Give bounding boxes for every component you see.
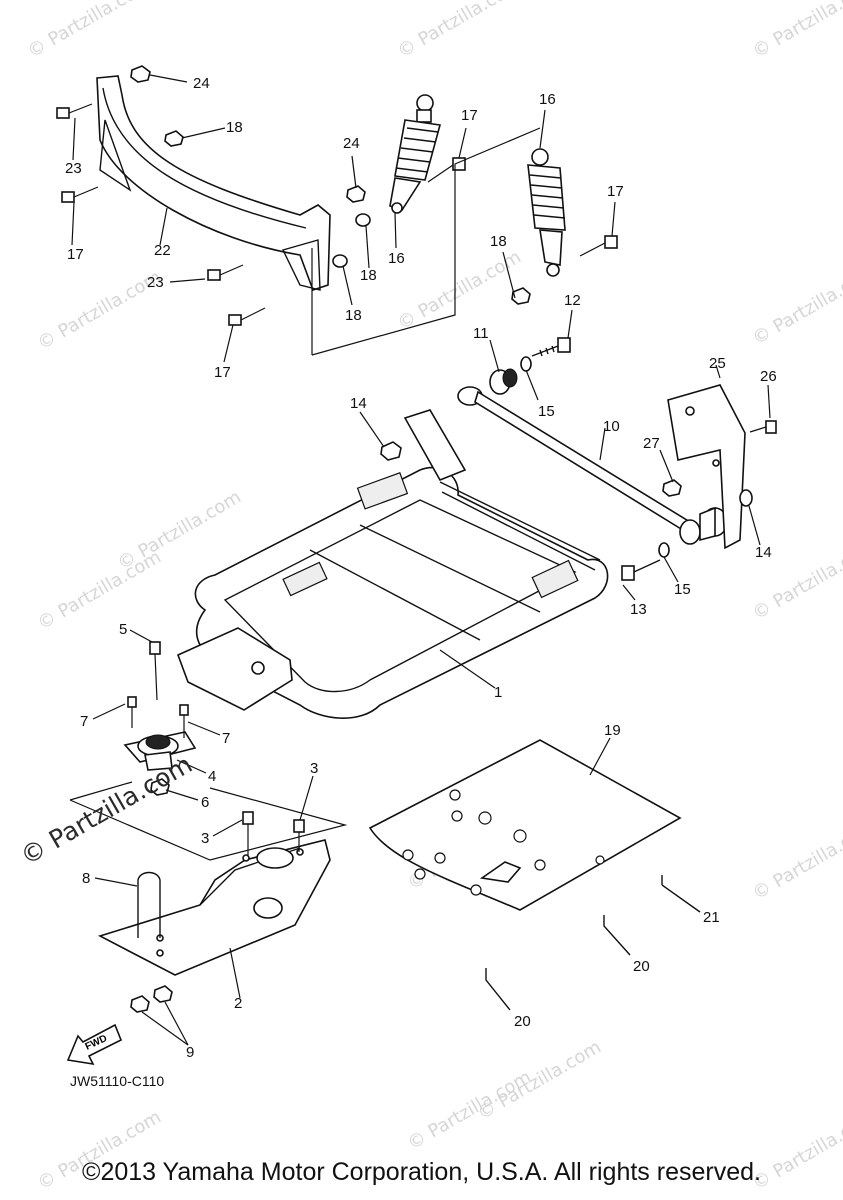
callout-25: 25 [709,355,726,372]
callout-3: 3 [201,830,209,847]
nut [130,65,151,83]
callout-17: 17 [461,107,478,124]
callout-17: 17 [607,183,624,200]
clip [485,968,511,1011]
bushing [489,368,518,395]
nut [150,778,170,796]
callout-18: 18 [490,233,507,250]
callout-26: 26 [760,368,777,385]
shock-absorber [389,94,442,214]
callout-15: 15 [674,581,691,598]
callout-23: 23 [65,160,82,177]
bolt [621,559,661,581]
bolt [179,704,189,738]
callout-19: 19 [604,722,621,739]
nut [739,489,753,507]
callout-13: 13 [630,601,647,618]
shock-absorber [527,148,566,277]
callout-5: 5 [119,621,127,638]
nut [346,185,366,203]
frame [176,409,609,719]
fwd-arrow-icon: FWD [66,1023,123,1066]
nut [380,441,402,461]
nut [355,213,371,227]
callout-3: 3 [310,760,318,777]
callout-20: 20 [514,1013,531,1030]
u-bolt [137,871,161,938]
callout-7: 7 [222,730,230,747]
bolt [293,819,305,852]
callout-17: 17 [67,246,84,263]
callout-6: 6 [201,794,209,811]
callout-23: 23 [147,274,164,291]
clip [603,915,631,956]
callout-4: 4 [208,768,216,785]
callout-11: 11 [473,325,489,342]
callout-20: 20 [633,958,650,975]
washer [658,542,670,558]
callout-10: 10 [603,418,620,435]
diagram-code: JW51110-C110 [70,1073,165,1089]
nut [153,985,173,1003]
bolt [531,337,571,357]
skid-plate [97,839,331,976]
callout-24: 24 [193,75,210,92]
copyright-notice: ©2013 Yamaha Motor Corporation, U.S.A. A… [82,1158,761,1186]
bolt [579,235,618,257]
bolt [127,696,137,728]
callout-18: 18 [226,119,243,136]
callout-14: 14 [755,544,772,561]
bolt [749,420,777,434]
bolt [228,307,266,326]
engine-mount [123,731,197,771]
callout-1: 1 [494,684,502,701]
bolt [61,186,99,203]
callout-9: 9 [186,1044,194,1061]
callout-21: 21 [703,909,720,926]
callout-2: 2 [234,995,242,1012]
washer [520,356,532,372]
nut [164,130,184,147]
bolt [56,103,93,119]
callout-27: 27 [643,435,660,452]
callout-8: 8 [82,870,90,887]
nut [511,287,531,305]
bushing [699,506,728,542]
callout-18: 18 [345,307,362,324]
callout-18: 18 [360,267,377,284]
floor-plate [368,739,682,911]
nut [662,479,682,497]
nut [130,995,150,1013]
bracket [667,384,746,550]
callout-17: 17 [214,364,231,381]
callout-22: 22 [154,242,171,259]
nut [332,254,348,268]
bolt [242,811,254,855]
callout-24: 24 [343,135,360,152]
callout-14: 14 [350,395,367,412]
bolt [149,641,161,701]
clip [661,875,701,913]
guard-bar [96,75,331,292]
bolt [207,264,244,281]
callout-7: 7 [80,713,88,730]
callout-12: 12 [564,292,581,309]
callout-16: 16 [539,91,556,108]
callout-16: 16 [388,250,405,267]
callout-15: 15 [538,403,555,420]
